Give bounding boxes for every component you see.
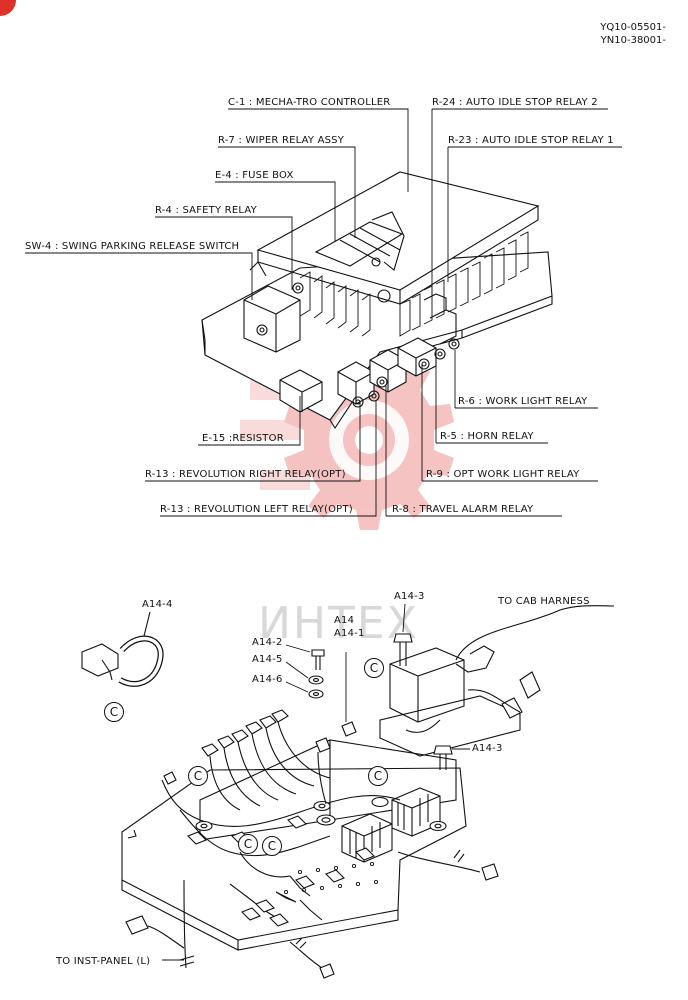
corner-badge-icon bbox=[0, 0, 16, 16]
label-mecha-tro-controller: C-1 : MECHA-TRO CONTROLLER bbox=[228, 97, 391, 108]
label-a14: A14 bbox=[334, 615, 355, 626]
label-swing-parking-release-switch: SW-4 : SWING PARKING RELEASE SWITCH bbox=[25, 241, 240, 252]
label-to-inst-panel: TO INST-PANEL (L) bbox=[56, 956, 151, 967]
label-travel-alarm-relay: R-8 : TRAVEL ALARM RELAY bbox=[392, 504, 534, 515]
watermark-text: ИНТЕХ bbox=[258, 598, 419, 649]
label-to-cab-harness: TO CAB HARNESS bbox=[498, 596, 590, 607]
label-auto-idle-stop-relay-1: R-23 : AUTO IDLE STOP RELAY 1 bbox=[448, 135, 614, 146]
model-code-2: YN10-38001- bbox=[600, 35, 666, 46]
clamp-marker-c: C bbox=[238, 834, 258, 854]
label-safety-relay: R-4 : SAFETY RELAY bbox=[155, 205, 257, 216]
label-a14-6: A14-6 bbox=[252, 674, 283, 685]
label-revolution-left-relay: R-13 : REVOLUTION LEFT RELAY(OPT) bbox=[160, 504, 353, 515]
label-wiper-relay-assy: R-7 : WIPER RELAY ASSY bbox=[218, 135, 345, 146]
label-fuse-box: E-4 : FUSE BOX bbox=[215, 170, 294, 181]
model-code-1: YQ10-05501- bbox=[600, 22, 666, 33]
label-revolution-right-relay: R-13 : REVOLUTION RIGHT RELAY(OPT) bbox=[145, 469, 346, 480]
clamp-marker-c: C bbox=[188, 766, 208, 786]
label-a14-2: A14-2 bbox=[252, 637, 283, 648]
clamp-marker-c: C bbox=[368, 766, 388, 786]
label-a14-3-right: A14-3 bbox=[472, 743, 503, 754]
clamp-marker-c: C bbox=[262, 836, 282, 856]
label-a14-4: A14-4 bbox=[142, 599, 173, 610]
clamp-marker-c: C bbox=[364, 658, 384, 678]
label-resistor: E-15 :RESISTOR bbox=[202, 433, 284, 444]
label-work-light-relay: R-6 : WORK LIGHT RELAY bbox=[458, 396, 588, 407]
label-opt-work-light-relay: R-9 : OPT WORK LIGHT RELAY bbox=[426, 469, 580, 480]
label-a14-1: A14-1 bbox=[334, 628, 365, 639]
label-auto-idle-stop-relay-2: R-24 : AUTO IDLE STOP RELAY 2 bbox=[432, 97, 598, 108]
label-a14-5: A14-5 bbox=[252, 654, 283, 665]
label-horn-relay: R-5 : HORN RELAY bbox=[440, 431, 534, 442]
label-a14-3-top: A14-3 bbox=[394, 591, 425, 602]
clamp-marker-c: C bbox=[104, 702, 124, 722]
